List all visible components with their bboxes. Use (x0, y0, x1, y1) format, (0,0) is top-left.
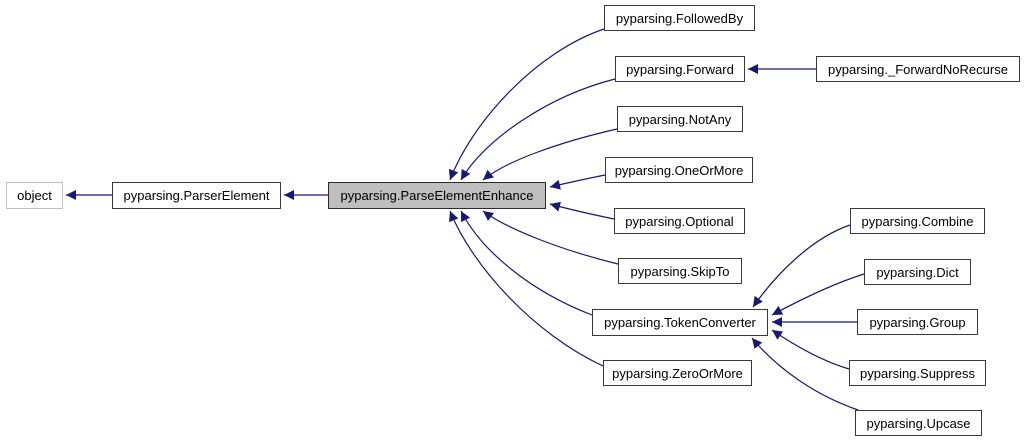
class-node-upcase[interactable]: pyparsing.Upcase (855, 410, 982, 436)
edge-combine-to-tokenconverter (752, 224, 851, 308)
class-node-dict[interactable]: pyparsing.Dict (864, 259, 971, 285)
class-node-oneormore[interactable]: pyparsing.OneOrMore (605, 157, 753, 183)
class-node-group[interactable]: pyparsing.Group (857, 309, 978, 335)
class-node-parseelementenhance: pyparsing.ParseElementEnhance (328, 182, 546, 209)
edge-oneormore-to-parseelementenhance (549, 174, 606, 190)
edge-optional-to-parseelementenhance (549, 201, 615, 220)
edge-forward-to-parseelementenhance (460, 78, 616, 181)
class-node-parserelement[interactable]: pyparsing.ParserElement (112, 182, 281, 209)
edge-tokenconverter-to-parseelementenhance (460, 210, 593, 316)
class-node-followedby[interactable]: pyparsing.FollowedBy (604, 5, 755, 31)
edge-skipto-to-parseelementenhance (482, 210, 619, 265)
class-node-optional[interactable]: pyparsing.Optional (614, 208, 745, 234)
class-node-forwardnorecurse[interactable]: pyparsing._ForwardNoRecurse (816, 56, 1020, 82)
class-node-zeroormore[interactable]: pyparsing.ZeroOrMore (603, 360, 752, 386)
edge-zeroormore-to-parseelementenhance (449, 210, 604, 367)
class-node-forward[interactable]: pyparsing.Forward (615, 56, 745, 82)
class-node-tokenconverter[interactable]: pyparsing.TokenConverter (592, 309, 768, 336)
edge-dict-to-tokenconverter (771, 273, 865, 316)
edge-suppress-to-tokenconverter (771, 329, 850, 370)
class-node-object: object (6, 182, 63, 209)
class-node-suppress[interactable]: pyparsing.Suppress (849, 360, 986, 386)
edge-notany-to-parseelementenhance (482, 128, 618, 181)
class-node-combine[interactable]: pyparsing.Combine (850, 208, 985, 234)
edge-upcase-to-tokenconverter (751, 337, 859, 411)
class-node-notany[interactable]: pyparsing.NotAny (617, 106, 743, 132)
edge-followedby-to-parseelementenhance (448, 28, 605, 181)
class-node-skipto[interactable]: pyparsing.SkipTo (618, 258, 742, 284)
